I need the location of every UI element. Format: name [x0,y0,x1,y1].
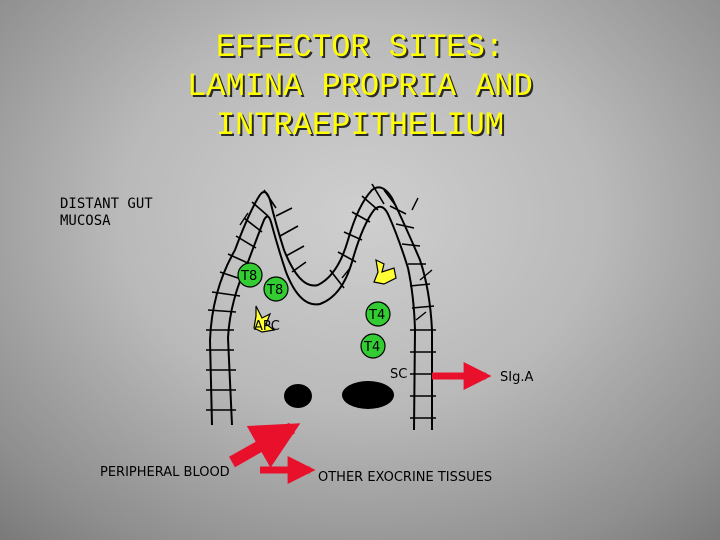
other-exocrine-tissues-label: OTHER EXOCRINE TISSUES [318,470,493,485]
arrow-from-blood [229,422,301,468]
t8-cell-2: T8 [263,276,289,302]
siga-label: SIg.A [500,370,533,385]
distant-gut-mucosa-label: DISTANT GUT MUCOSA [60,196,153,229]
epithelial-cell-hatches [206,183,436,419]
t4-cell-2: T4 [360,333,386,359]
peripheral-blood-label: PERIPHERAL BLOOD [100,465,230,480]
t8-cell-2-label: T8 [266,283,283,298]
plasma-cell-1 [284,384,312,408]
title-line-3: INTRAEPITHELIUM [215,107,505,144]
slide-title: EFFECTOR SITES: LAMINA PROPRIA AND INTRA… [0,28,720,145]
t4-cell-1: T4 [365,301,391,327]
epithelial-dashes [239,197,433,321]
t4-cell-1-label: T4 [368,308,385,323]
secretory-component-label: SC [390,367,407,382]
plasma-cell-2 [342,381,394,409]
title-line-1: EFFECTOR SITES: [215,29,505,66]
apc-cell-1: APC [253,305,280,334]
apc-label: APC [254,319,280,334]
t4-cell-2-label: T4 [363,340,380,355]
title-line-2: LAMINA PROPRIA AND [187,68,533,105]
apc-cell-2 [373,258,397,285]
villus-epithelium [208,186,433,431]
t8-cell-1-label: T8 [240,269,257,284]
t8-cell-1: T8 [237,262,263,288]
